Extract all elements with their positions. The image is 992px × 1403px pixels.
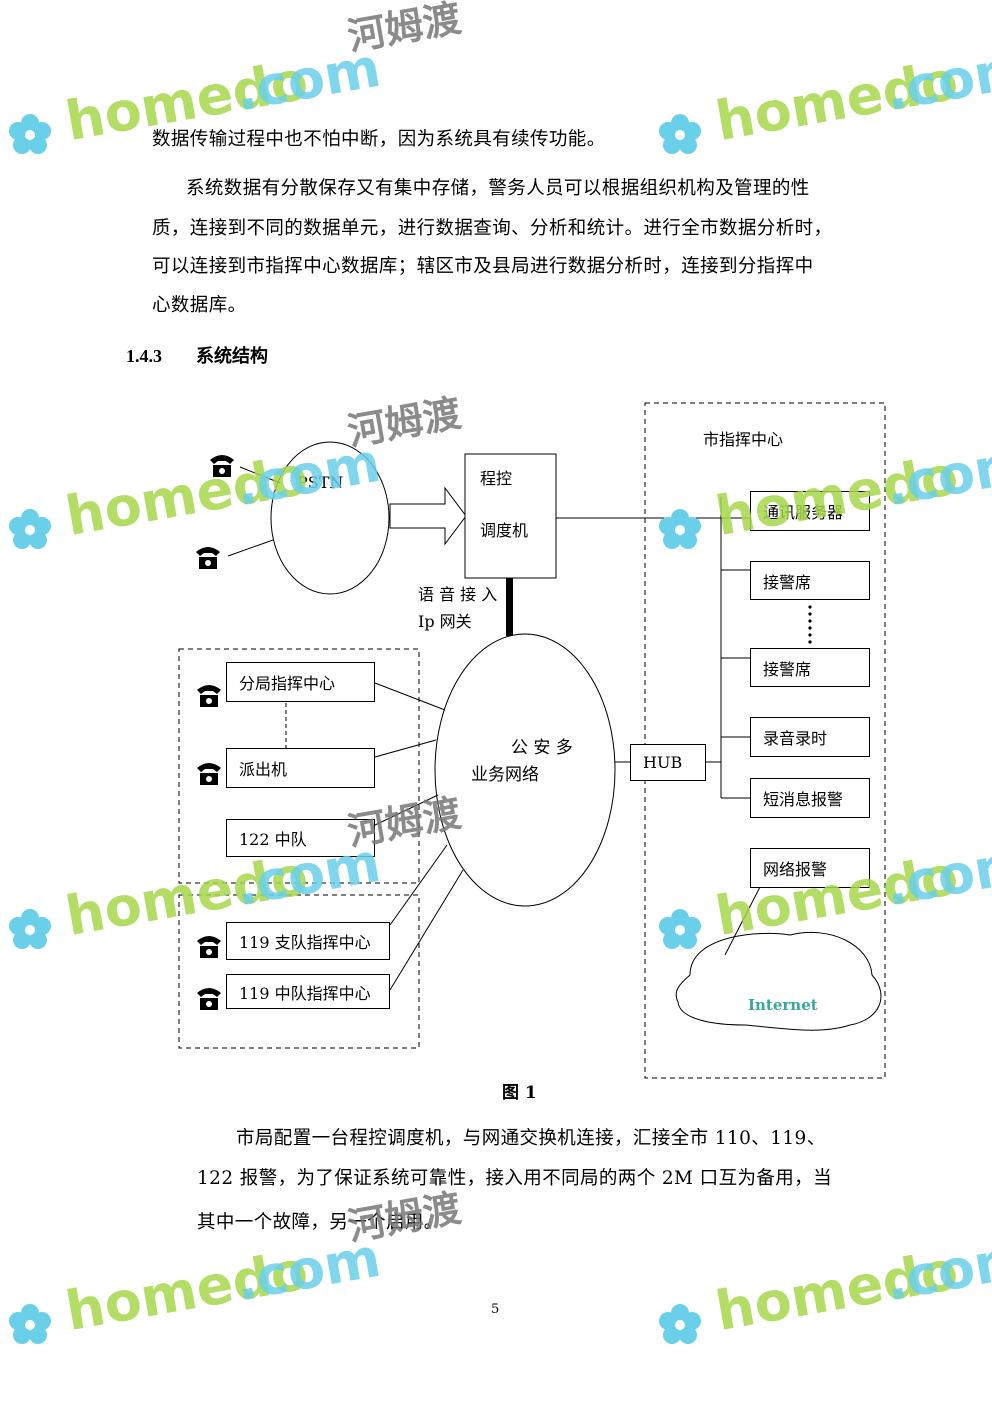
box-label: 分局指挥中心 bbox=[239, 674, 336, 693]
paragraph-2-line: 可以连接到市指挥中心数据库；辖区市及县局进行数据分析时，连接到分指挥中 bbox=[152, 256, 814, 277]
box-label: 网络报警 bbox=[763, 860, 828, 879]
police-station-box: 派出机 bbox=[226, 748, 375, 788]
link-line bbox=[389, 869, 464, 991]
box-label: 119 支队指挥中心 bbox=[239, 933, 371, 952]
internet-label: Internet bbox=[748, 996, 818, 1014]
switch-box-frame bbox=[464, 453, 557, 579]
box-label: 119 中队指挥中心 bbox=[239, 983, 371, 1003]
paragraph-3-line: 市局配置一台程控调度机，与网通交换机连接，汇接全市 110、119、 bbox=[236, 1128, 826, 1149]
section-title: 系统结构 bbox=[196, 346, 268, 367]
link-line bbox=[374, 794, 439, 826]
box-label: 接警席 bbox=[763, 572, 812, 592]
fire-119-squad-box: 119 中队指挥中心 bbox=[226, 974, 390, 1009]
call-seat-box: 接警席 bbox=[750, 561, 870, 600]
box-label: 接警席 bbox=[763, 659, 812, 679]
city-center-label: 市指挥中心 bbox=[703, 430, 784, 449]
recording-box: 录音录时 bbox=[750, 717, 870, 757]
call-seat-box: 接警席 bbox=[750, 648, 870, 687]
telephone-icon bbox=[197, 763, 221, 785]
phone-line bbox=[239, 466, 281, 484]
box-label: 122 中队 bbox=[239, 830, 307, 849]
telephone-icon bbox=[197, 936, 221, 958]
branch-command-box: 分局指挥中心 bbox=[226, 662, 375, 702]
page-number: 5 bbox=[491, 1302, 500, 1317]
paragraph-3-line: 122 报警，为了保证系统可靠性，接入用不同局的两个 2M 口互为备用，当 bbox=[197, 1168, 832, 1189]
network-alarm-box: 网络报警 bbox=[750, 848, 870, 888]
hub-label: HUB bbox=[643, 753, 683, 772]
alarm-internet-line bbox=[724, 886, 761, 956]
voice-gateway-label-line1: 语 音 接 入 bbox=[418, 585, 498, 604]
sms-alarm-box: 短消息报警 bbox=[750, 778, 870, 818]
telephone-icon bbox=[210, 455, 234, 477]
hub-box: HUB bbox=[630, 744, 706, 781]
network-label-line1: 公 安 多 bbox=[511, 738, 573, 758]
paragraph-2-line: 质，连接到不同的数据单元，进行数据查询、分析和统计。进行全市数据分析时， bbox=[152, 218, 833, 239]
pstn-ellipse bbox=[270, 441, 390, 595]
phone-line bbox=[227, 539, 274, 557]
paragraph-2-line: 心数据库。 bbox=[152, 295, 247, 316]
link-line bbox=[374, 739, 437, 758]
box-label: 派出机 bbox=[239, 760, 288, 779]
link-line bbox=[374, 682, 446, 711]
telephone-icon bbox=[197, 685, 221, 707]
box-label: 通讯服务器 bbox=[763, 503, 844, 522]
left-group-frame-2 bbox=[178, 894, 420, 1049]
link-line bbox=[389, 844, 448, 926]
comm-server-box: 通讯服务器 bbox=[750, 491, 870, 531]
internet-cloud bbox=[675, 931, 882, 1031]
telephone-icon bbox=[197, 988, 221, 1010]
pstn-label: PSTN bbox=[297, 473, 344, 492]
voice-gateway-link bbox=[506, 578, 513, 636]
network-ellipse bbox=[434, 633, 616, 907]
network-label-line2: 业务网络 bbox=[471, 765, 539, 785]
voice-gateway-label-line2: Ip 网关 bbox=[418, 612, 472, 631]
figure-caption: 图 1 bbox=[502, 1083, 537, 1103]
ellipsis-dots bbox=[808, 605, 812, 644]
fire-119-detachment-box: 119 支队指挥中心 bbox=[226, 922, 390, 960]
pstn-to-switch-arrow bbox=[389, 486, 467, 546]
section-number: 1.4.3 bbox=[126, 346, 162, 366]
left-group-frame-1 bbox=[178, 648, 420, 884]
telephone-icon bbox=[196, 547, 220, 569]
box-label: 录音录时 bbox=[763, 729, 828, 748]
switch-label-line2: 调度机 bbox=[480, 521, 529, 540]
paragraph-2-line: 系统数据有分散保存又有集中存储，警务人员可以根据组织机构及管理的性 bbox=[186, 178, 810, 199]
squad-122-box: 122 中队 bbox=[226, 819, 375, 857]
switch-label-line1: 程控 bbox=[480, 469, 513, 488]
city-center-frame bbox=[644, 402, 886, 1079]
box-label: 短消息报警 bbox=[763, 790, 844, 809]
paragraph-1: 数据传输过程中也不怕中断，因为系统具有续传功能。 bbox=[152, 129, 606, 150]
paragraph-3-line: 其中一个故障，另一个启用。 bbox=[197, 1212, 443, 1233]
section-heading: 1.4.3 系统结构 bbox=[126, 342, 268, 368]
